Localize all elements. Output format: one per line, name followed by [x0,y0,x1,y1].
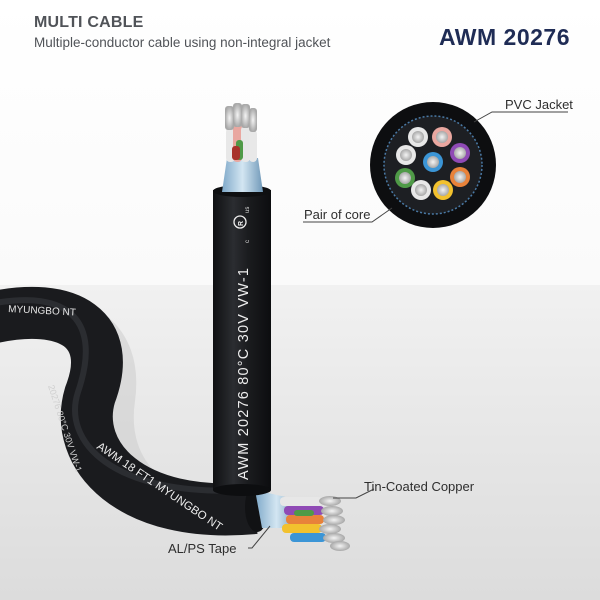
callout-pair-of-core: Pair of core [304,207,371,222]
core-pairs [395,127,470,200]
pvc-jacket-leader [473,111,568,123]
pair-of-core-leader [303,207,393,223]
callout-al-ps-tape: AL/PS Tape [168,541,237,556]
top-strands [225,103,257,132]
product-code: AWM 20276 [438,24,570,50]
backdrop-wall [0,0,600,290]
vertical-cable-jacket [213,190,271,490]
ul-mark-c: c [245,240,251,243]
cable-print-left: MYUNGBO NT [8,304,76,319]
page-subtitle: Multiple-conductor cable using non-integ… [34,35,331,50]
callout-pvc-jacket: PVC Jacket [505,97,573,112]
ul-recognized-mark-icon: R [233,215,247,229]
curved-cable-highlight [0,297,251,494]
curved-cable-jacket [0,286,258,536]
bottom-conductors [280,497,326,542]
top-conductors [226,124,257,162]
al-ps-tape-top [222,158,263,192]
cable-print-vertical: AWM 20276 80°C 30V VW-1 [236,267,252,480]
tin-copper-leader [333,488,375,499]
vertical-cable-base [213,484,271,496]
cross-section [370,102,496,228]
ul-mark-us: us [245,207,251,213]
callout-tin-coated-copper: Tin-Coated Copper [364,479,475,494]
page-title: MULTI CABLE [34,14,144,31]
al-ps-tape-leader [248,525,271,549]
svg-text:R: R [238,221,245,226]
bottom-strands [319,496,350,551]
